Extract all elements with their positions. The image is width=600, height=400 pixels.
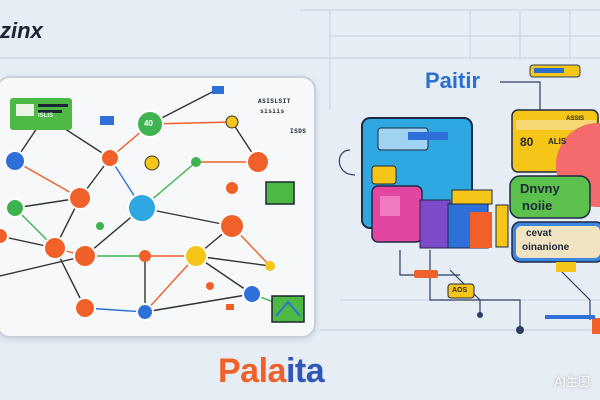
- network-node: [136, 303, 154, 321]
- network-node: [246, 150, 270, 174]
- network-node: [139, 250, 151, 262]
- chart-thumbnail: [271, 295, 305, 323]
- network-node: [206, 282, 214, 290]
- network-node: [144, 155, 160, 171]
- panel-cards: [10, 86, 305, 323]
- card-text-line: Dnvny: [520, 181, 560, 196]
- small-blue-tag: [212, 86, 224, 94]
- network-node: [68, 186, 92, 210]
- bottom-title-part: Pala: [218, 352, 286, 390]
- network-node: [100, 148, 120, 168]
- panel-caption: ISDS: [290, 128, 307, 135]
- network-node: [5, 198, 25, 218]
- card-text-line: noiie: [522, 198, 553, 213]
- network-nodes: [0, 110, 275, 321]
- small-green-box: [265, 181, 295, 205]
- network-node: [226, 182, 238, 194]
- small-tag-label: AOS: [452, 287, 468, 294]
- network-node: [242, 284, 262, 304]
- panel-caption: ASISLSIT: [258, 98, 291, 105]
- network-node: [74, 297, 96, 319]
- palantir-heading: Paitir: [425, 68, 481, 93]
- watermark: AI生图: [554, 375, 590, 389]
- bottom-title: Palaita: [218, 352, 325, 391]
- network-node: [219, 213, 245, 239]
- info-card-green: [509, 175, 591, 219]
- card-text-line: oinanione: [522, 242, 570, 253]
- network-diagram: [0, 86, 305, 323]
- network-node: [225, 115, 239, 129]
- brand-logo-text: zinx: [0, 18, 43, 43]
- panel-caption: sisiis: [260, 108, 285, 115]
- network-node: [73, 244, 97, 268]
- small-dot: [226, 304, 234, 310]
- small-tag: [447, 283, 475, 299]
- network-node: [184, 244, 208, 268]
- network-node: [265, 261, 275, 271]
- small-blue-tag: [100, 116, 114, 125]
- network-node: [43, 236, 67, 260]
- dashboard-illustration: [338, 64, 600, 334]
- bottom-title-part: ita: [285, 352, 325, 390]
- network-node: [191, 157, 201, 167]
- green-card-label: ISLIS: [38, 113, 54, 119]
- network-node: [96, 222, 104, 230]
- network-node: [127, 193, 157, 223]
- network-node: [4, 150, 26, 172]
- card-label: 80: [520, 135, 534, 149]
- top-tag-label: ASSIS: [566, 116, 585, 122]
- card-sublabel: ALIS: [548, 137, 567, 146]
- card-text-line: cevat: [526, 228, 552, 239]
- network-node: [136, 110, 164, 138]
- network-node: [0, 227, 9, 245]
- node-label: 40: [144, 119, 153, 128]
